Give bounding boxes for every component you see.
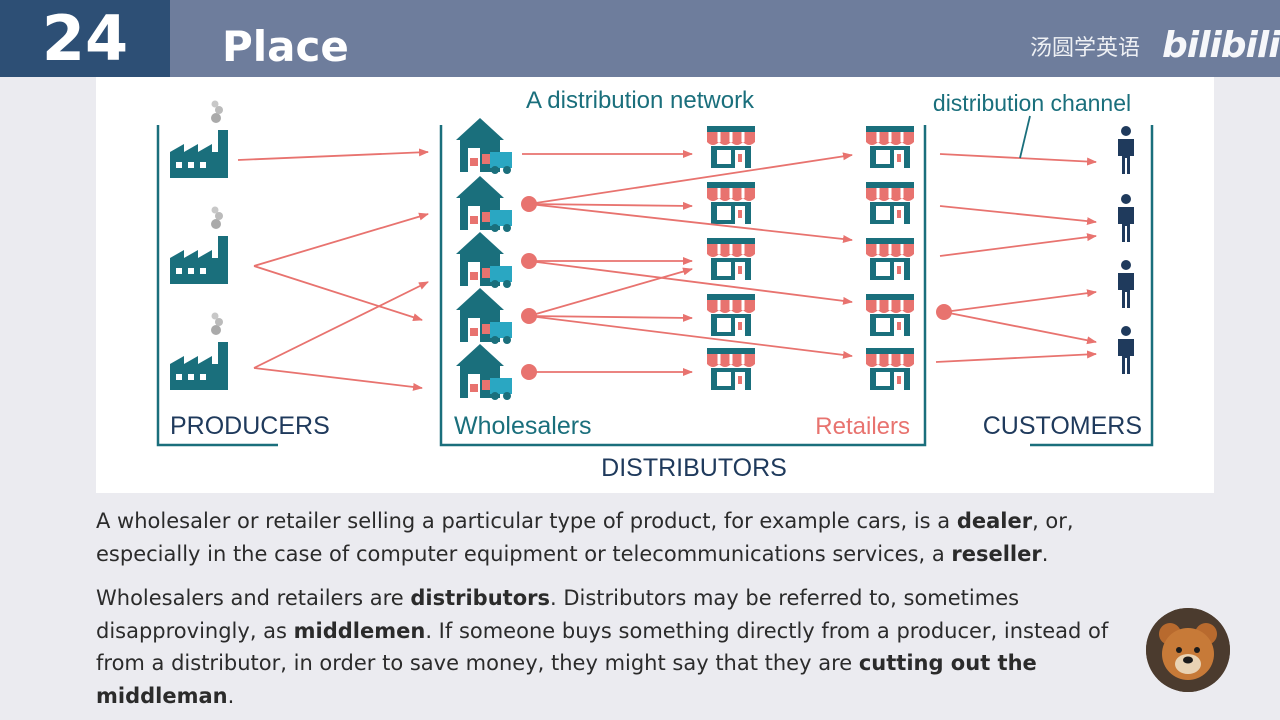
channel-pointer-line [1019, 115, 1031, 159]
warehouse-icon [456, 288, 512, 344]
factory-icon [170, 312, 228, 390]
customer-person-icon [1118, 194, 1134, 242]
title-bar: 24 Place 汤圆学英语 bilibili [0, 0, 1280, 77]
customers-bracket [1030, 125, 1154, 447]
warehouse-icon [456, 118, 512, 174]
shop-icon [705, 346, 757, 392]
customer-person-icon [1118, 126, 1134, 174]
text-segment: . [227, 683, 235, 708]
retailers-label: Retailers [815, 413, 910, 440]
explanation-text: A wholesaler or retailer selling a parti… [96, 505, 1136, 712]
retailer-to-customer-arrows [935, 153, 1097, 363]
text-segment: A wholesaler or retailer selling a parti… [96, 509, 957, 533]
bilibili-logo: bilibili [1162, 25, 1280, 66]
term-cutting-out-the-middleman: cutting out the middleman [96, 651, 1037, 708]
shop-icon [705, 236, 757, 282]
shop-icon [705, 292, 757, 338]
paragraph-dealer: A wholesaler or retailer selling a parti… [96, 505, 1136, 570]
teddy-bear-icon [1146, 608, 1230, 692]
distributors-bracket [439, 125, 927, 447]
shop-icon [705, 124, 757, 170]
text-segment: , or, especially in the case of computer… [96, 509, 1074, 566]
paragraph-distributors: Wholesalers and retailers are distributo… [96, 582, 1136, 712]
retailer-shop-icon [864, 124, 916, 170]
diagram-panel [96, 77, 1214, 493]
retailer-shop-icon [864, 180, 916, 226]
term-reseller: reseller [951, 541, 1042, 566]
factory-icon [170, 206, 228, 284]
text-segment: Wholesalers and retailers are [96, 586, 411, 610]
teddy-bear-avatar [1146, 608, 1230, 692]
warehouse-icon [456, 232, 512, 288]
term-middlemen: middlemen [293, 618, 426, 643]
watermark-channel-name: 汤圆学英语 [1030, 36, 1141, 61]
slide-number-box: 24 [0, 0, 170, 77]
text-segment: . Distributors may be referred to, somet… [96, 586, 1020, 643]
term-distributors: distributors [410, 586, 550, 610]
retailer-shop-icon [864, 292, 916, 338]
text-segment: . If someone buys something directly fro… [96, 618, 1109, 676]
channel-label: distribution channel [933, 90, 1131, 116]
producers-bracket [156, 125, 278, 447]
shop-icon [705, 180, 757, 226]
factory-icon [170, 100, 228, 178]
distributors-label: DISTRIBUTORS [601, 454, 787, 482]
network-label: A distribution network [526, 87, 755, 114]
slide-number: 24 [41, 2, 129, 75]
producers-label: PRODUCERS [170, 412, 330, 440]
term-dealer: dealer [956, 509, 1033, 533]
wholesaler-to-retailer-arrows [522, 150, 853, 376]
customer-person-icon [1118, 326, 1134, 374]
customers-label: CUSTOMERS [983, 412, 1142, 440]
wholesalers-label: Wholesalers [454, 412, 592, 440]
retailer-shop-icon [864, 346, 916, 392]
retailer-shop-icon [864, 236, 916, 282]
producer-to-wholesaler-arrows [237, 148, 429, 391]
warehouse-icon [456, 344, 512, 400]
text-segment: . [1041, 541, 1049, 566]
customer-person-icon [1118, 260, 1134, 308]
slide-title: Place [222, 22, 349, 71]
warehouse-icon [456, 176, 512, 232]
